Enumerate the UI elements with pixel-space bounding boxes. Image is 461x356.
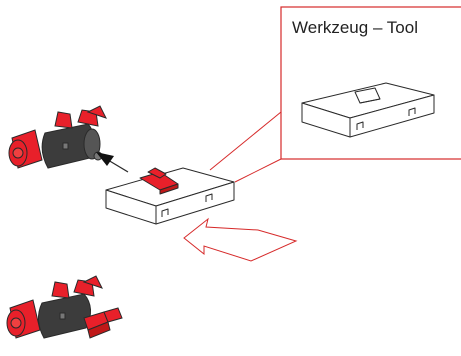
callout-connector-upper	[209, 111, 282, 171]
callout-box	[280, 6, 461, 160]
tool-piece-icon	[105, 167, 235, 225]
assembled-part-icon	[6, 275, 123, 339]
direction-arrow-icon	[96, 152, 129, 173]
callout-title: Werkzeug – Tool	[292, 18, 418, 37]
tool-block-icon	[301, 82, 435, 138]
assembly-part-icon	[8, 105, 107, 169]
push-arrow-icon	[183, 217, 298, 262]
callout-connector-lower	[234, 158, 282, 183]
